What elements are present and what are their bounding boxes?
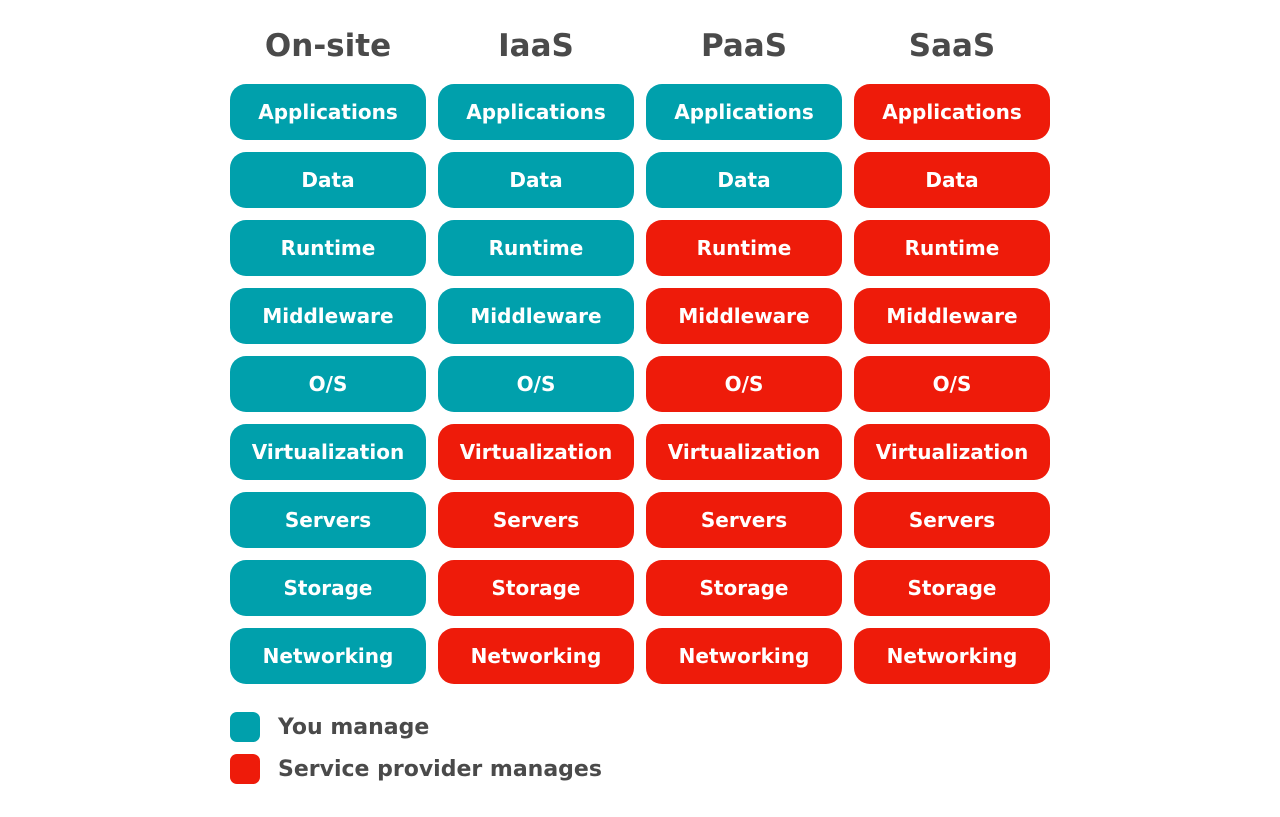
layer-virtualization: Virtualization (854, 424, 1050, 480)
layer-servers: Servers (854, 492, 1050, 548)
layer-runtime: Runtime (230, 220, 426, 276)
layer-data: Data (646, 152, 842, 208)
legend-item-you-manage: You manage (230, 712, 602, 742)
layer-networking: Networking (438, 628, 634, 684)
layer-middleware: Middleware (854, 288, 1050, 344)
layer-middleware: Middleware (646, 288, 842, 344)
layer-runtime: Runtime (854, 220, 1050, 276)
legend-label: Service provider manages (278, 756, 602, 782)
layer-data: Data (854, 152, 1050, 208)
legend-swatch-you (230, 712, 260, 742)
layer-applications: Applications (438, 84, 634, 140)
legend-item-provider-manages: Service provider manages (230, 754, 602, 784)
column-saas: SaaS Applications Data Runtime Middlewar… (854, 22, 1050, 696)
legend-label: You manage (278, 714, 430, 740)
layer-storage: Storage (646, 560, 842, 616)
layer-virtualization: Virtualization (646, 424, 842, 480)
layer-runtime: Runtime (438, 220, 634, 276)
layer-data: Data (230, 152, 426, 208)
layer-networking: Networking (854, 628, 1050, 684)
layer-os: O/S (646, 356, 842, 412)
layer-storage: Storage (854, 560, 1050, 616)
layer-storage: Storage (438, 560, 634, 616)
layer-virtualization: Virtualization (230, 424, 426, 480)
layer-applications: Applications (854, 84, 1050, 140)
column-header: PaaS (700, 28, 788, 64)
layer-applications: Applications (646, 84, 842, 140)
layer-middleware: Middleware (438, 288, 634, 344)
column-header: On-site (264, 28, 392, 64)
layer-os: O/S (438, 356, 634, 412)
legend-swatch-provider (230, 754, 260, 784)
layer-applications: Applications (230, 84, 426, 140)
layer-servers: Servers (438, 492, 634, 548)
column-header: IaaS (498, 28, 574, 64)
column-header: SaaS (908, 28, 996, 64)
layer-networking: Networking (230, 628, 426, 684)
column-paas: PaaS Applications Data Runtime Middlewar… (646, 22, 842, 696)
column-iaas: IaaS Applications Data Runtime Middlewar… (438, 22, 634, 696)
service-model-grid: On-site Applications Data Runtime Middle… (230, 22, 1050, 696)
layer-runtime: Runtime (646, 220, 842, 276)
layer-servers: Servers (646, 492, 842, 548)
layer-storage: Storage (230, 560, 426, 616)
legend: You manage Service provider manages (230, 712, 602, 796)
layer-os: O/S (230, 356, 426, 412)
layer-networking: Networking (646, 628, 842, 684)
layer-virtualization: Virtualization (438, 424, 634, 480)
layer-middleware: Middleware (230, 288, 426, 344)
layer-os: O/S (854, 356, 1050, 412)
layer-servers: Servers (230, 492, 426, 548)
column-on-site: On-site Applications Data Runtime Middle… (230, 22, 426, 696)
layer-data: Data (438, 152, 634, 208)
